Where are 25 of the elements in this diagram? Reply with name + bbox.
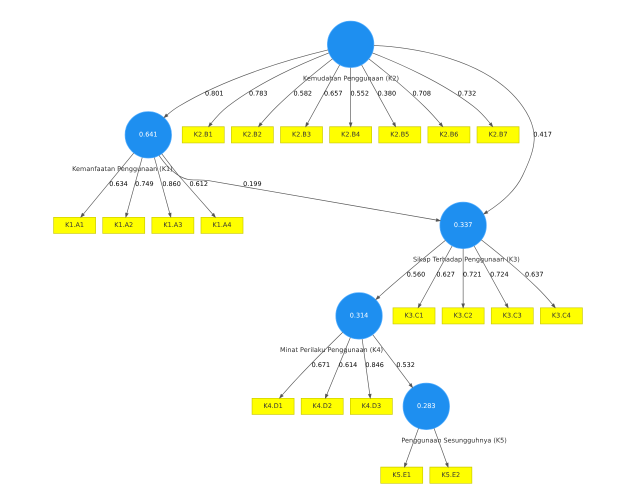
arrow (460, 248, 464, 309)
arrow (373, 45, 534, 215)
arrow (154, 157, 171, 218)
arrow (208, 52, 329, 128)
arrow (158, 155, 441, 222)
arrow (480, 240, 556, 308)
node-circle (326, 20, 374, 68)
arrow (160, 154, 216, 218)
arrow (417, 246, 452, 309)
arrow (257, 58, 332, 128)
arrow (348, 67, 352, 128)
arrow (374, 240, 446, 300)
arrow (372, 52, 493, 128)
arrow (162, 50, 328, 118)
arrow (372, 334, 413, 388)
arrow (368, 58, 443, 128)
arrow (80, 152, 134, 218)
arrow (278, 332, 342, 399)
arrow (361, 338, 372, 400)
arrow (433, 428, 448, 468)
arrow (360, 64, 396, 128)
arrow (124, 157, 142, 218)
arrow (404, 428, 418, 468)
arrow (473, 246, 508, 309)
arrow (304, 64, 340, 128)
